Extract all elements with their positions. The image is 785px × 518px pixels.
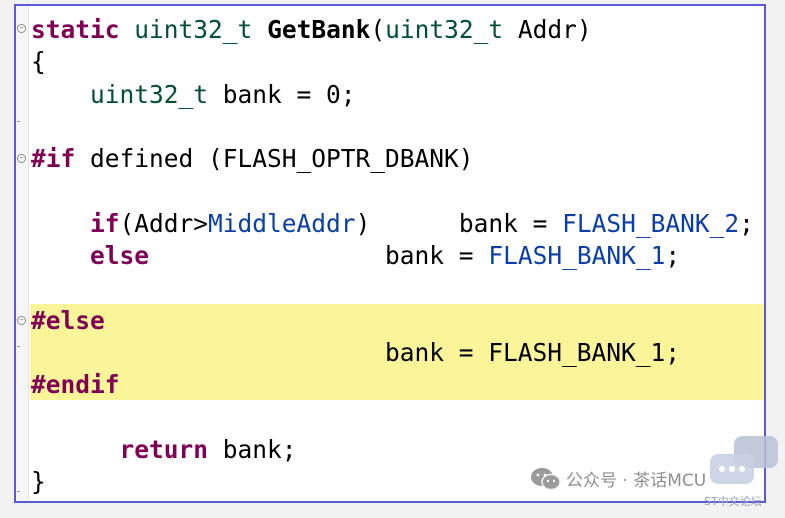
preprocessor: #else: [31, 306, 105, 335]
fold-toggle-icon[interactable]: −: [17, 24, 26, 33]
expr: (Addr>: [119, 209, 209, 238]
wechat-icon: [531, 468, 561, 491]
keyword: static: [31, 15, 120, 44]
type: uint32_t: [385, 15, 504, 44]
type: uint32_t: [134, 15, 253, 44]
preprocessor: #if: [31, 144, 76, 173]
condition: defined (FLASH_OPTR_DBANK): [90, 144, 474, 173]
punct: ;: [739, 209, 754, 238]
code-line-1: static uint32_t GetBank(uint32_t Addr): [31, 14, 592, 46]
punct: ): [355, 209, 371, 238]
keyword: if: [90, 209, 120, 238]
code-line-9: #endif: [31, 369, 120, 401]
assign: bank =: [458, 209, 563, 238]
chat-bubble-icon: [710, 436, 778, 484]
code-line-10: return bank;: [31, 434, 297, 466]
editor-gutter: − − −: [16, 6, 29, 501]
code-editor: − − − static uint32_t GetBank(uint32_t A…: [14, 4, 766, 503]
function-name: GetBank: [267, 15, 371, 44]
code-line-3: uint32_t bank = 0;: [31, 79, 356, 111]
statement: bank = 0;: [222, 80, 356, 109]
fold-toggle-icon[interactable]: −: [17, 316, 26, 325]
punct: ;: [665, 241, 681, 270]
inactive-code-highlight: [30, 304, 764, 400]
badge-text: ST中文论坛: [704, 495, 762, 508]
code-line-8: bank = FLASH_BANK_1;: [31, 337, 680, 369]
param: Addr): [517, 15, 592, 44]
macro: FLASH_BANK_2: [562, 209, 740, 238]
punct: (: [370, 15, 386, 44]
code-line-7: #else: [31, 305, 105, 337]
gutter-mark: [17, 121, 20, 122]
keyword: return: [119, 435, 209, 464]
code-line-4: #if defined (FLASH_OPTR_DBANK): [31, 143, 474, 175]
code-line-5: if(Addr>MiddleAddr) bank = FLASH_BANK_2;: [31, 208, 754, 240]
gutter-mark: [17, 491, 20, 492]
type: uint32_t: [90, 80, 209, 109]
macro: FLASH_BANK_1: [488, 241, 666, 270]
preprocessor: #endif: [31, 370, 120, 399]
statement: bank;: [222, 435, 297, 464]
gutter-mark: [17, 346, 20, 347]
fold-toggle-icon[interactable]: −: [17, 154, 26, 163]
watermark-text: 公众号 · 茶话MCU: [566, 471, 707, 491]
code-line-11: }: [31, 467, 46, 496]
macro: MiddleAddr: [208, 209, 356, 238]
assign: bank =: [385, 241, 489, 270]
keyword: else: [90, 241, 150, 270]
code-line-2: {: [31, 47, 46, 76]
code-line-6: else bank = FLASH_BANK_1;: [31, 240, 680, 272]
statement: bank = FLASH_BANK_1;: [385, 338, 681, 367]
